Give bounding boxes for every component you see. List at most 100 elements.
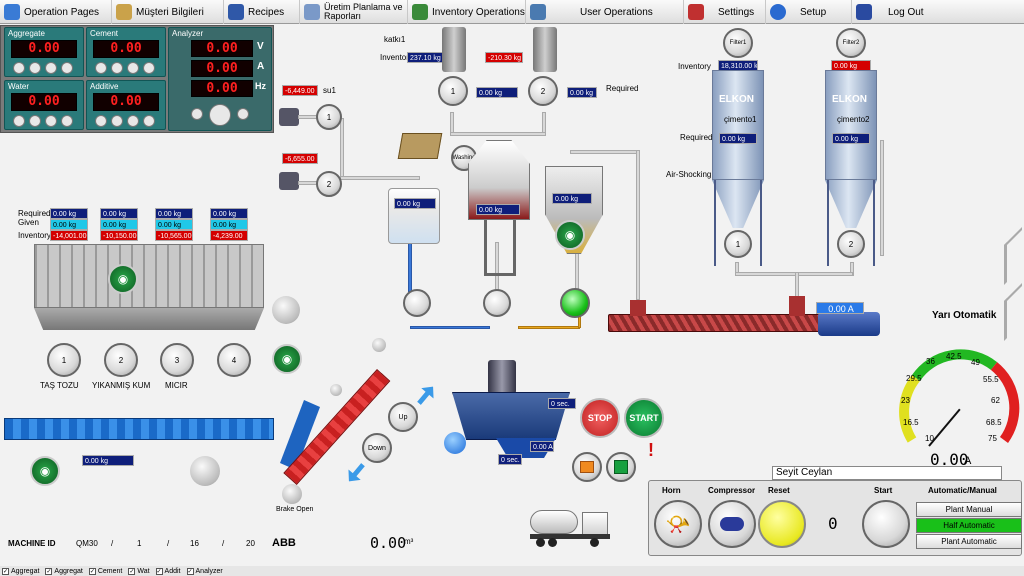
meter-button[interactable] xyxy=(45,115,57,127)
meter-button[interactable] xyxy=(127,62,139,74)
tab-aggregat-1[interactable]: ✓Aggregat xyxy=(2,567,40,575)
meter-button[interactable] xyxy=(29,115,41,127)
bins-status-indicator[interactable] xyxy=(272,296,300,324)
additive-discharge-valve[interactable] xyxy=(483,289,511,317)
water-discharge-valve[interactable] xyxy=(403,289,431,317)
stop-button[interactable]: STOP xyxy=(580,398,620,438)
reset-button[interactable] xyxy=(758,500,806,548)
nav-user-operations[interactable]: User Operations xyxy=(526,0,684,24)
bin-3-gate[interactable]: 3 xyxy=(160,343,194,377)
conveyor-status-indicator[interactable] xyxy=(190,456,220,486)
nav-recipes[interactable]: Recipes xyxy=(224,0,300,24)
gauge-tick: 16.5 xyxy=(903,418,919,427)
nav-log-out[interactable]: Log Out xyxy=(852,0,1024,24)
meter-button[interactable] xyxy=(29,62,41,74)
filter-2-button[interactable]: Filter2 xyxy=(836,28,866,58)
tab-aggregat-2[interactable]: ✓Aggregat xyxy=(45,567,83,575)
gauge-tick: 55.5 xyxy=(983,375,999,384)
checkbox-icon: ✓ xyxy=(186,567,194,575)
analyzer-hz-lcd: 0.00 xyxy=(191,80,253,97)
filter-1-button[interactable]: Filter1 xyxy=(723,28,753,58)
water-lcd: 0.00 xyxy=(11,93,77,111)
half-automatic-button[interactable]: Half Automatic xyxy=(916,518,1022,533)
water-pump-2[interactable]: 2 xyxy=(316,171,342,197)
meter-button[interactable] xyxy=(237,108,249,120)
compressor-button[interactable] xyxy=(708,500,756,548)
additive-pump-2[interactable]: 2 xyxy=(528,76,558,106)
mixer-discharge-button[interactable] xyxy=(606,452,636,482)
cement-discharge-indicator[interactable] xyxy=(560,288,590,318)
silo-1-screw-button[interactable]: 1 xyxy=(724,230,752,258)
machine-id: QM30 xyxy=(76,539,98,548)
meter-button[interactable] xyxy=(111,62,123,74)
skip-up-button[interactable]: Up xyxy=(388,402,418,432)
mixer-timer-2: 0 sec. xyxy=(498,454,522,465)
pipe xyxy=(298,181,318,185)
nav-setup[interactable]: Setup xyxy=(766,0,852,24)
arrow-down-icon xyxy=(343,459,369,486)
horn-label: Horn xyxy=(662,486,681,495)
additive-meter: Additive 0.00 xyxy=(86,80,166,130)
tab-cement[interactable]: ✓Cement xyxy=(88,567,123,575)
bin-3-inventory: -10,565.00 xyxy=(155,230,193,241)
nav-operation-pages[interactable]: Operation Pages xyxy=(0,0,112,24)
silo-2-legs xyxy=(827,180,875,266)
meter-button[interactable] xyxy=(61,115,73,127)
aggregate-meter: Aggregate 0.00 xyxy=(4,27,84,77)
agg-given-label: Given xyxy=(18,218,39,227)
nav-musteri-bilgileri[interactable]: Müşteri Bilgileri xyxy=(112,0,224,24)
checkbox-icon: ✓ xyxy=(155,567,163,575)
bins-vibrator-icon[interactable]: ◉ xyxy=(108,264,138,294)
meter-button[interactable] xyxy=(143,115,155,127)
conveyor-mid-roller xyxy=(330,384,342,396)
mixer-current: 0.00 A xyxy=(530,441,554,452)
skip-down-button[interactable]: Down xyxy=(362,433,392,463)
bin-4-required: 0.00 kg xyxy=(210,208,248,219)
bins-vibrator-2-icon[interactable]: ◉ xyxy=(272,344,302,374)
additive-tank-2 xyxy=(533,27,557,72)
meter-button[interactable] xyxy=(111,115,123,127)
chevron-left-icon[interactable] xyxy=(1004,283,1022,341)
bin-1-gate[interactable]: 1 xyxy=(47,343,81,377)
tab-water[interactable]: ✓Wat xyxy=(128,567,150,575)
silo-1-name: çimento1 xyxy=(724,115,757,124)
analyzer-dial-button[interactable] xyxy=(209,104,231,126)
silo-2-screw-button[interactable]: 2 xyxy=(837,230,865,258)
additive-inventory-1: 237.10 kg xyxy=(407,52,445,63)
bin-2-inventory: -10,150.00 xyxy=(100,230,138,241)
silo-2-body xyxy=(825,70,877,180)
brake-open-button[interactable] xyxy=(282,484,302,504)
tab-additive[interactable]: ✓Addit xyxy=(155,567,181,575)
additive-tank-1 xyxy=(442,27,466,72)
cement-scale-vibrator-icon[interactable]: ◉ xyxy=(555,220,585,250)
meter-button[interactable] xyxy=(61,62,73,74)
bin-4-gate[interactable]: 4 xyxy=(217,343,251,377)
meter-button[interactable] xyxy=(127,115,139,127)
meter-button[interactable] xyxy=(191,108,203,120)
meter-button[interactable] xyxy=(13,62,25,74)
meter-button[interactable] xyxy=(95,115,107,127)
nav-settings[interactable]: Settings xyxy=(684,0,766,24)
conveyor-value: 0.00 kg xyxy=(82,455,134,466)
start-button[interactable]: START xyxy=(624,398,664,438)
nav-uretim-planlama[interactable]: Üretim Planlama ve Raporları xyxy=(300,0,408,24)
discharge-icon xyxy=(614,460,628,474)
conveyor-vibrator-icon[interactable]: ◉ xyxy=(30,456,60,486)
mixer-gate-button[interactable] xyxy=(572,452,602,482)
chevron-left-icon[interactable] xyxy=(1004,227,1022,285)
meter-button[interactable] xyxy=(13,115,25,127)
plant-automatic-button[interactable]: Plant Automatic xyxy=(916,534,1022,549)
additive-pump-1[interactable]: 1 xyxy=(438,76,468,106)
bin-2-gate[interactable]: 2 xyxy=(104,343,138,377)
gauge-unit: A xyxy=(964,455,972,467)
horn-button[interactable]: 📯 xyxy=(654,500,702,548)
plant-manual-button[interactable]: Plant Manual xyxy=(916,502,1022,517)
water-pump-1[interactable]: 1 xyxy=(316,104,342,130)
nav-inventory-operations[interactable]: Inventory Operations xyxy=(408,0,526,24)
plant-start-button[interactable] xyxy=(862,500,910,548)
meter-button[interactable] xyxy=(95,62,107,74)
meter-button[interactable] xyxy=(143,62,155,74)
tab-analyzer[interactable]: ✓Analyzer xyxy=(186,567,223,575)
meter-button[interactable] xyxy=(45,62,57,74)
machine-d2: 16 xyxy=(190,539,199,548)
